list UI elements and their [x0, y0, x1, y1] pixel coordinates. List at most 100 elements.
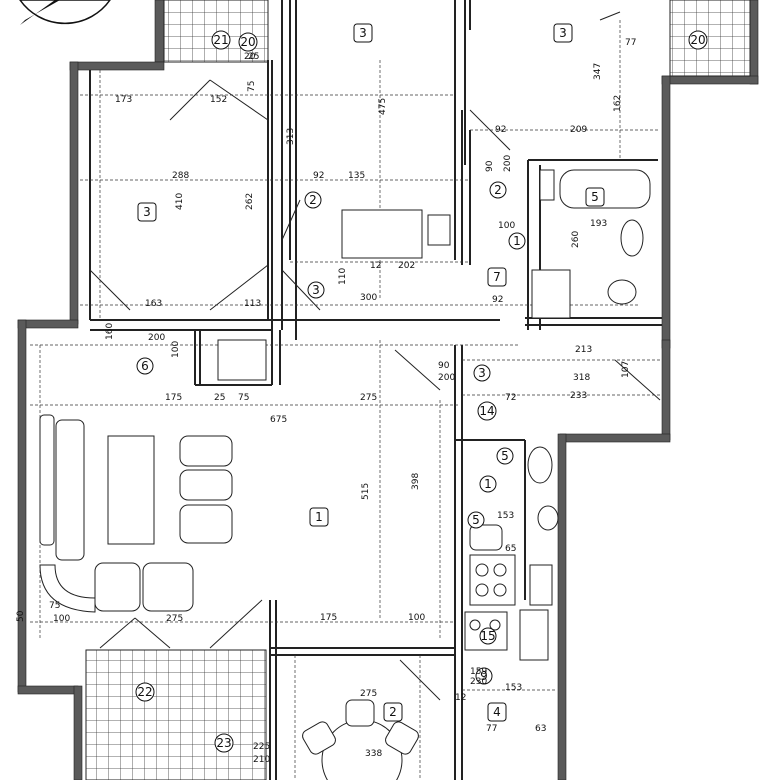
dimension-label: 110	[338, 268, 348, 285]
marker-9: 9	[475, 667, 493, 685]
dimension-label: 225	[253, 742, 270, 752]
dimension-label: 90	[438, 361, 450, 371]
room-tag-4: 4	[487, 702, 507, 722]
dimension-label: 25	[214, 393, 225, 403]
marker-label: 9	[480, 669, 488, 683]
dimension-label: 63	[535, 724, 546, 734]
room-tag-3a: 3	[353, 23, 373, 43]
dimension-label: 260	[571, 231, 581, 248]
dimension-label: 338	[365, 749, 382, 759]
exterior-walls	[17, 0, 759, 780]
room-tag-3b: 3	[553, 23, 573, 43]
dimension-label: 398	[411, 473, 421, 490]
dimension-label: 675	[270, 415, 287, 425]
dimension-label: 313	[286, 128, 296, 145]
dimension-label: 100	[171, 341, 181, 358]
dimension-label: 233	[570, 391, 587, 401]
dimension-label: 135	[348, 171, 365, 181]
dimension-label: 20	[244, 52, 256, 62]
marker-label: 20	[690, 33, 705, 47]
marker-21: 21	[211, 30, 231, 50]
dimension-label: 193	[590, 219, 607, 229]
room-tag-3c: 3	[137, 202, 157, 222]
dimension-label: 25	[248, 52, 259, 62]
dimension-label: 318	[573, 373, 590, 383]
room-tag-label: 3	[559, 26, 567, 40]
dimension-label: 200	[438, 373, 455, 383]
room-tag-label: 3	[359, 26, 367, 40]
room-tag-7: 7	[487, 267, 507, 287]
dimension-label: 75	[49, 601, 60, 611]
dimension-label: 72	[505, 393, 516, 403]
dimension-label: 65	[505, 544, 516, 554]
marker-20b: 20	[688, 30, 708, 50]
dimension-label: 100	[408, 613, 425, 623]
marker-label: 14	[479, 404, 494, 418]
marker-label: 1	[484, 477, 492, 491]
marker-23: 23	[214, 733, 234, 753]
dimension-label: 153	[505, 683, 522, 693]
dimension-label: 92	[313, 171, 324, 181]
marker-1a: 1	[508, 232, 526, 250]
marker-6: 6	[136, 357, 154, 375]
marker-label: 21	[213, 33, 228, 47]
room-tag-5: 5	[585, 187, 605, 207]
dimension-label: 210	[253, 755, 270, 765]
marker-label: 22	[137, 685, 152, 699]
marker-label: 1	[513, 234, 521, 248]
dimension-label: 202	[398, 261, 415, 271]
dimension-label: 75	[247, 81, 257, 92]
balcony-top-left	[163, 0, 269, 63]
dimension-label: 75	[238, 393, 249, 403]
room-tag-2: 2	[383, 702, 403, 722]
marker-label: 3	[478, 366, 486, 380]
dimension-label: 162	[613, 95, 623, 112]
dimension-label: 153	[497, 511, 514, 521]
room-tag-1: 1	[309, 507, 329, 527]
living-room-furniture	[39, 209, 451, 613]
dimension-label: 12	[370, 261, 381, 271]
marker-20a: 20	[238, 32, 258, 52]
marker-label: 3	[312, 283, 320, 297]
marker-1b: 1	[479, 475, 497, 493]
dimension-label: 262	[245, 193, 255, 210]
dimension-label: 275	[166, 614, 183, 624]
marker-5a: 5	[496, 447, 514, 465]
dimension-label: 230	[470, 677, 487, 687]
dimension-label: 515	[361, 483, 371, 500]
dimension-label: 152	[210, 95, 227, 105]
marker-label: 5	[472, 513, 480, 527]
marker-3a: 3	[307, 281, 325, 299]
dimension-label: 107	[621, 361, 631, 378]
room-tag-label: 5	[591, 190, 599, 204]
marker-15: 15	[479, 627, 497, 645]
dimension-label: 113	[244, 299, 261, 309]
dimension-label: 209	[570, 125, 587, 135]
dimension-label: 300	[360, 293, 377, 303]
marker-label: 23	[216, 736, 231, 750]
marker-label: 6	[141, 359, 149, 373]
marker-label: 2	[494, 183, 502, 197]
marker-label: 20	[240, 35, 255, 49]
interior-walls	[89, 0, 662, 780]
dimension-label: 410	[175, 193, 185, 210]
marker-5b: 5	[467, 511, 485, 529]
dimension-label: 77	[625, 38, 636, 48]
marker-label: 15	[480, 629, 495, 643]
dimension-label: 175	[165, 393, 182, 403]
room-tag-label: 7	[493, 270, 501, 284]
dimension-label: 100	[498, 221, 515, 231]
marker-2a: 2	[304, 191, 322, 209]
dimension-label: 92	[495, 125, 506, 135]
marker-label: 2	[309, 193, 317, 207]
dimension-label: 213	[575, 345, 592, 355]
dimension-label: 288	[172, 171, 189, 181]
bathroom-fixtures	[217, 169, 651, 531]
room-tag-label: 1	[315, 510, 323, 524]
marker-14: 14	[477, 401, 497, 421]
compass-mark	[19, 0, 111, 25]
marker-3b: 3	[473, 364, 491, 382]
balcony-top-right	[669, 0, 751, 77]
